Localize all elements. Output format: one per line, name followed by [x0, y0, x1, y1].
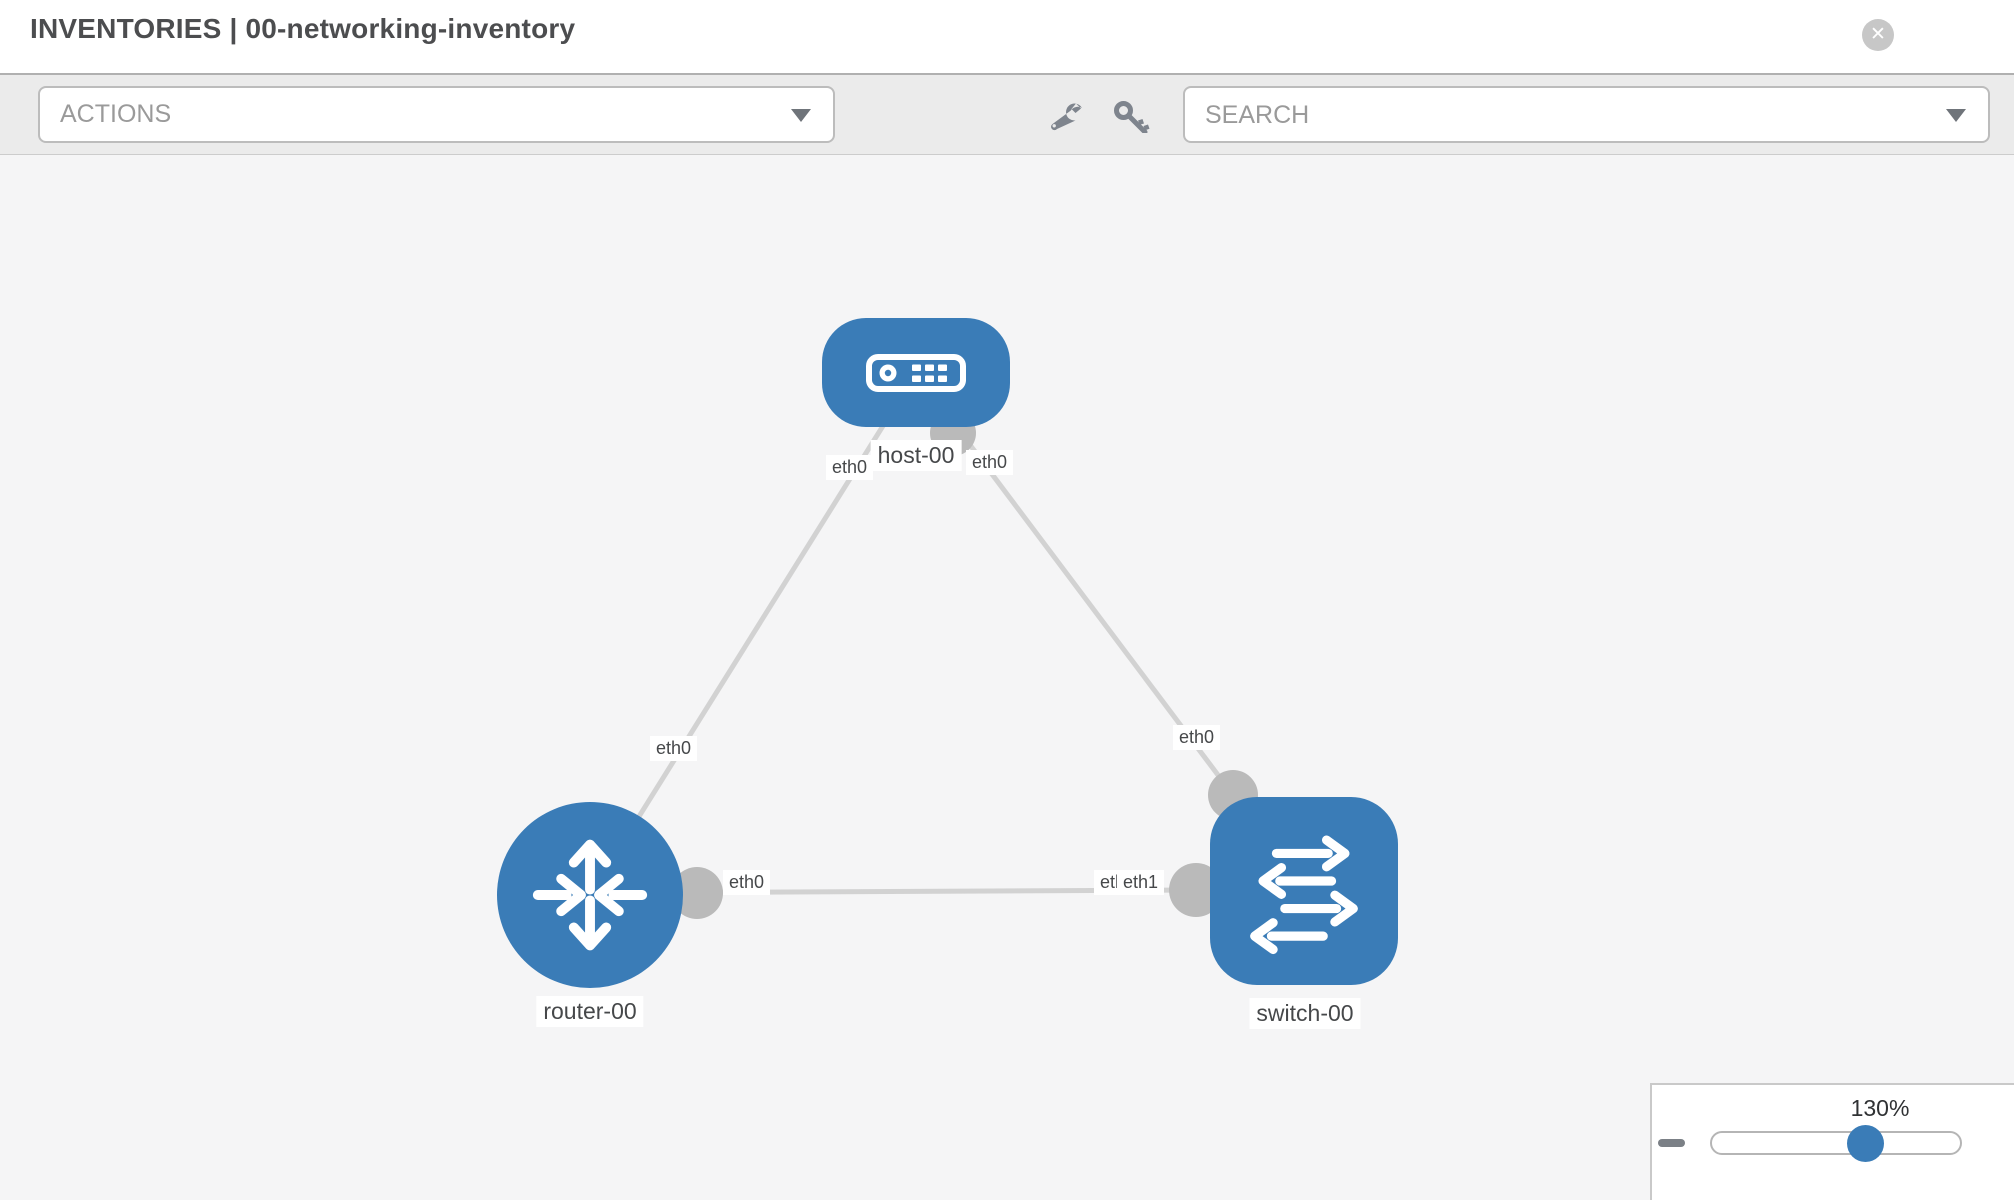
actions-dropdown[interactable]: ACTIONS: [38, 86, 835, 143]
page-title: INVENTORIES | 00-networking-inventory: [30, 13, 576, 44]
host-icon: [866, 353, 966, 392]
zoom-slider-track[interactable]: [1710, 1131, 1962, 1155]
iface-label-host-to-switch: eth0: [966, 450, 1014, 475]
node-label-router: router-00: [536, 996, 644, 1027]
header: INVENTORIES | 00-networking-inventory ✕: [0, 0, 2014, 73]
node-switch-00[interactable]: [1210, 797, 1398, 985]
switch-icon: [1250, 835, 1358, 955]
iface-label-switch-to-host: eth0: [1173, 725, 1221, 750]
topology-canvas[interactable]: [0, 155, 2014, 1200]
zoom-slider-thumb[interactable]: [1847, 1125, 1884, 1162]
node-router-00[interactable]: [497, 802, 683, 988]
chevron-down-icon: [1946, 109, 1966, 122]
search-input[interactable]: [1203, 90, 1907, 141]
node-label-host: host-00: [870, 440, 962, 471]
node-label-switch: switch-00: [1249, 998, 1361, 1029]
chevron-down-icon: [791, 109, 811, 122]
actions-dropdown-label: ACTIONS: [60, 100, 172, 128]
zoom-out-button[interactable]: −: [1658, 1139, 1685, 1147]
iface-label-host-to-router: eth0: [826, 455, 874, 480]
search-dropdown[interactable]: [1183, 86, 1990, 143]
toolbar: ACTIONS: [0, 73, 2014, 155]
iface-label-router-to-host: eth0: [650, 736, 698, 761]
close-icon[interactable]: ✕: [1862, 19, 1894, 51]
wrench-icon[interactable]: [1047, 101, 1085, 133]
iface-label-router-to-switch: eth0: [723, 870, 771, 895]
iface-label-switch-to-router: eth1: [1117, 870, 1165, 895]
zoom-panel: 130% − +: [1650, 1083, 2014, 1200]
key-icon[interactable]: [1114, 101, 1150, 133]
zoom-level-label: 130%: [1850, 1095, 1910, 1121]
router-icon: [532, 839, 648, 951]
zoom-in-button[interactable]: +: [1968, 1129, 2004, 1165]
node-host-00[interactable]: [822, 318, 1010, 427]
